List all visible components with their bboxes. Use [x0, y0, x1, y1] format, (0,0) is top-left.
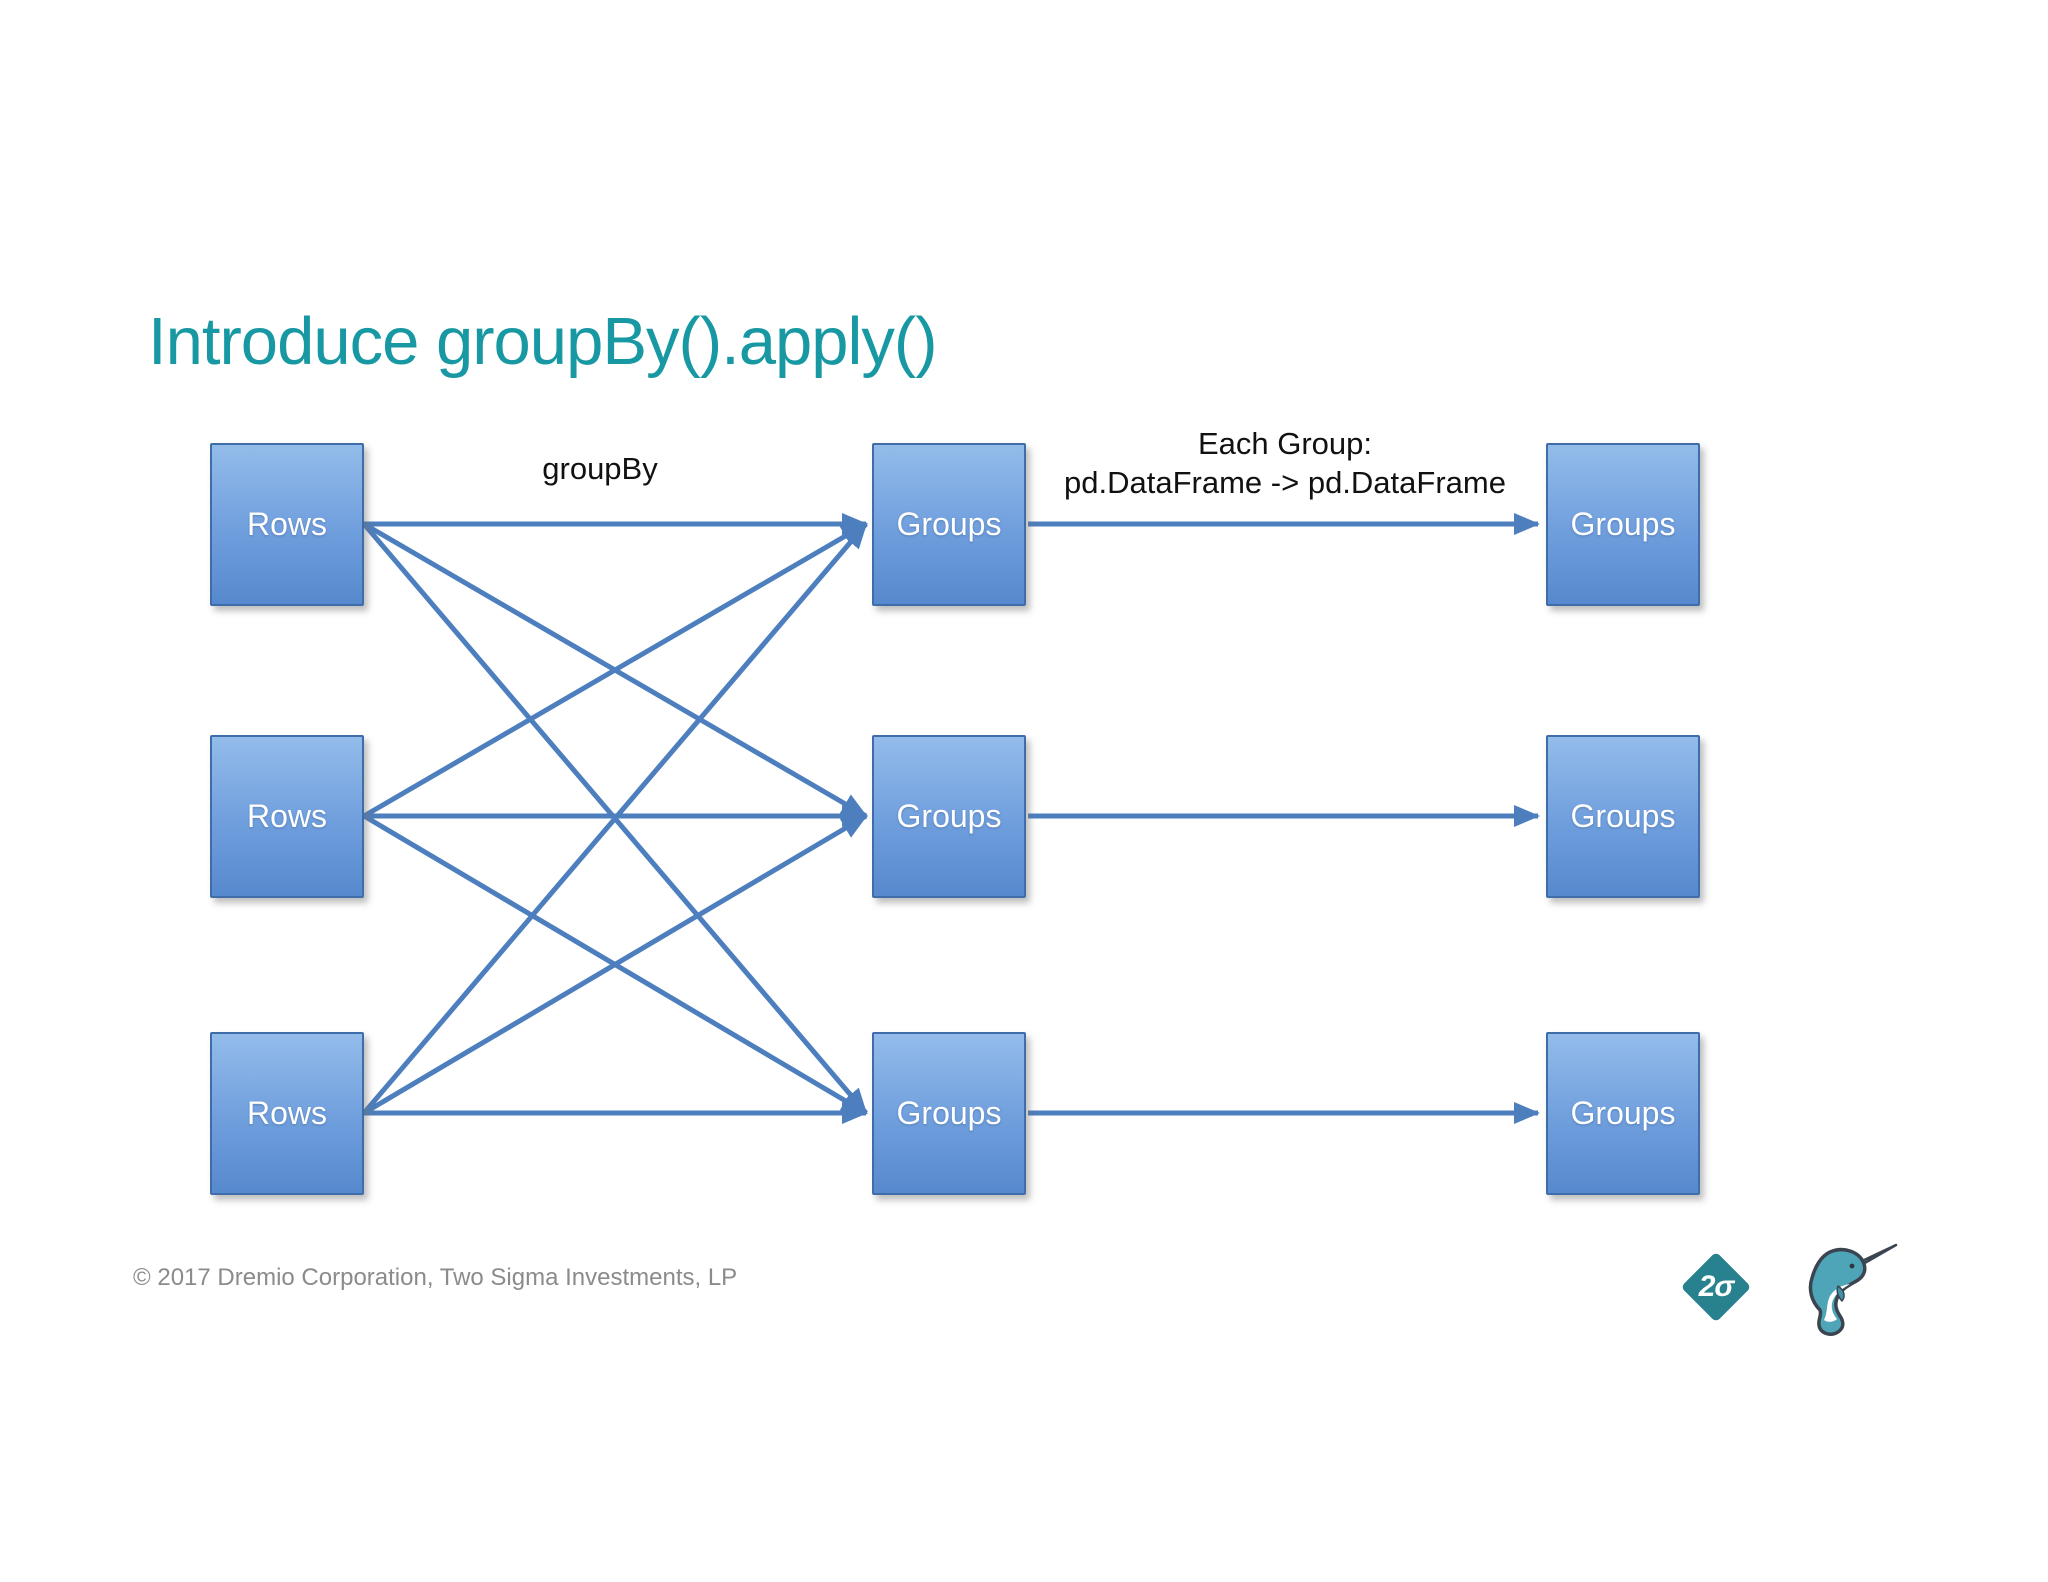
groups-box-1-label: Groups [896, 506, 1002, 542]
rows-box-3: Rows [210, 1032, 364, 1195]
rows-box-2: Rows [210, 735, 364, 898]
result-groups-box-3-label: Groups [1570, 1095, 1676, 1131]
arrow-rows1-groups2 [362, 521, 868, 819]
two-sigma-logo: 2σ [1680, 1251, 1752, 1323]
arrow-rows2-groups1 [362, 521, 868, 819]
two-sigma-logo-text: 2σ [1698, 1270, 1735, 1303]
each-group-line2: pd.DataFrame -> pd.DataFrame [1064, 465, 1506, 500]
groupby-edge-label: groupBy [542, 451, 658, 486]
narwhal-fin-icon [1836, 1285, 1845, 1302]
groups-box-2-label: Groups [896, 798, 1002, 834]
arrow-rows3-groups1 [362, 522, 868, 1115]
each-group-edge-label: Each Group: pd.DataFrame -> pd.DataFrame [1030, 424, 1540, 502]
result-groups-box-3: Groups [1546, 1032, 1700, 1195]
rows-box-3-label: Rows [246, 1095, 327, 1131]
result-groups-box-1: Groups [1546, 443, 1700, 606]
narwhal-belly-icon [1824, 1284, 1850, 1322]
groups-box-2: Groups [872, 735, 1026, 898]
result-groups-box-2-label: Groups [1570, 798, 1676, 834]
copyright-footer: © 2017 Dremio Corporation, Two Sigma Inv… [133, 1264, 738, 1291]
groups-box-3: Groups [872, 1032, 1026, 1195]
arrow-rows2-groups3 [362, 813, 868, 1116]
narwhal-eye-icon [1849, 1263, 1855, 1269]
arrow-rows1-groups3 [362, 522, 868, 1115]
dremio-narwhal-logo [1808, 1243, 1898, 1336]
rows-box-2-label: Rows [246, 798, 327, 834]
slide-title: Introduce groupBy().apply() [148, 304, 938, 379]
rows-box-1-label: Rows [246, 506, 327, 542]
each-group-line1: Each Group: [1197, 426, 1373, 461]
groups-box-3-label: Groups [896, 1095, 1002, 1131]
groups-box-1: Groups [872, 443, 1026, 606]
result-groups-box-1-label: Groups [1570, 506, 1676, 542]
arrow-rows3-groups2 [362, 813, 868, 1116]
rows-box-1: Rows [210, 443, 364, 606]
result-groups-box-2: Groups [1546, 735, 1700, 898]
